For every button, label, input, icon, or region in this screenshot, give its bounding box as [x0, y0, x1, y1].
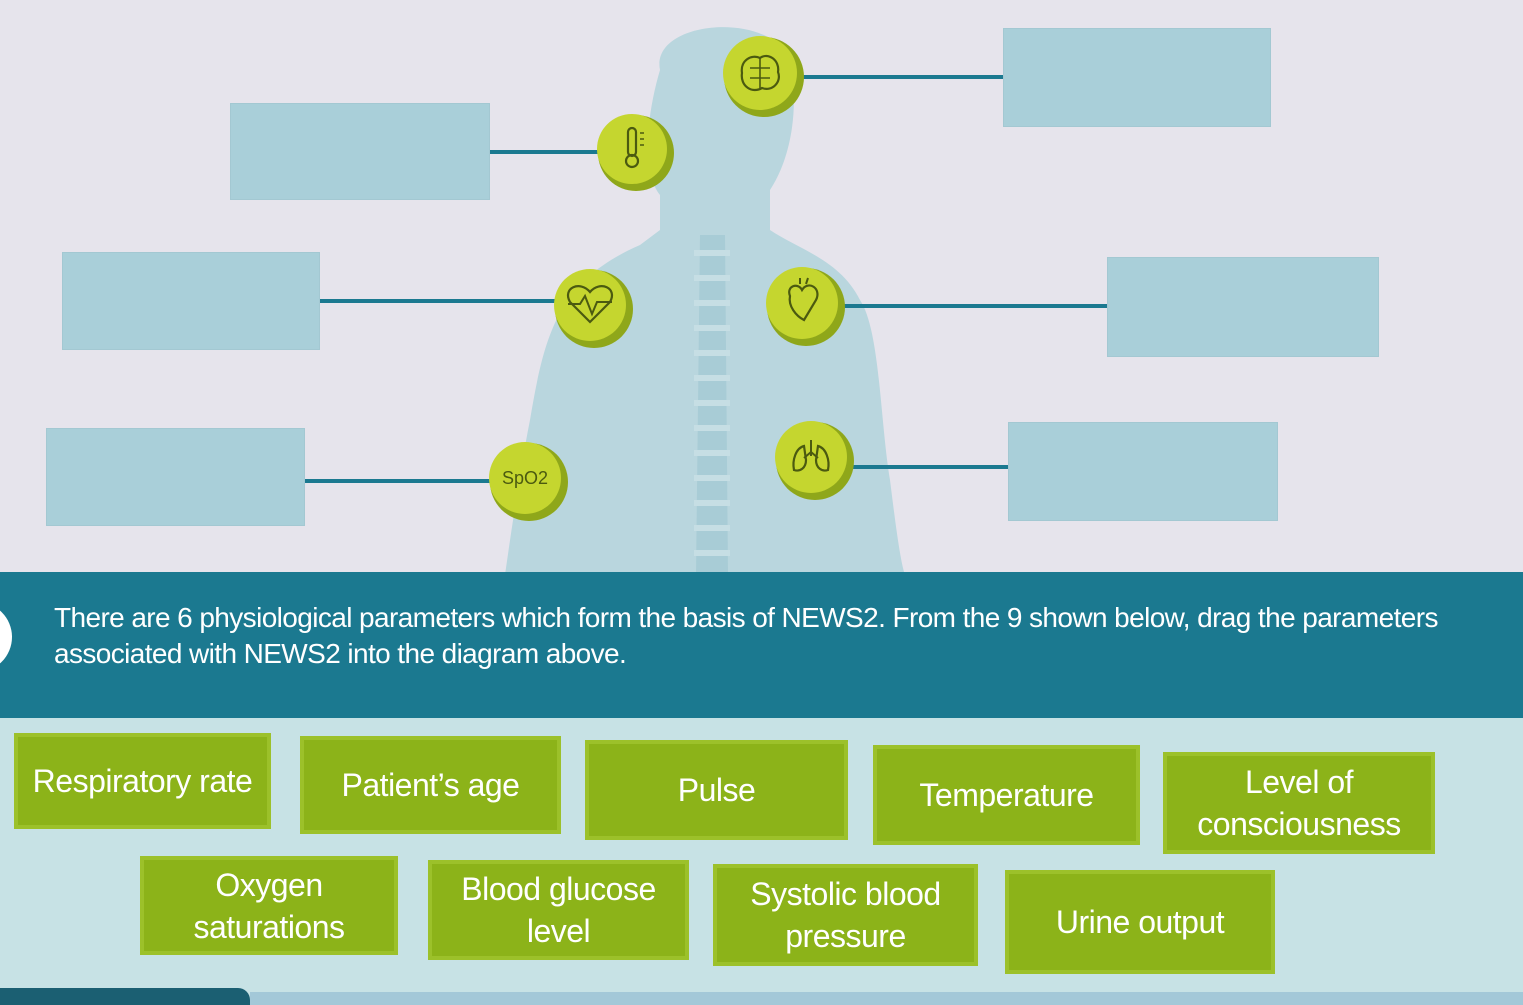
- drop-zone-heart-rate[interactable]: [62, 252, 320, 350]
- option-level-of-consciousness[interactable]: Level of consciousness: [1163, 752, 1435, 854]
- heart-icon: [766, 267, 845, 346]
- connector-lines: [305, 75, 1107, 483]
- drop-zone-brain[interactable]: [1003, 28, 1271, 127]
- drop-zone-lungs[interactable]: [1008, 422, 1278, 521]
- option-patients-age[interactable]: Patient’s age: [300, 736, 561, 834]
- option-systolic-blood-pressure[interactable]: Systolic blood pressure: [713, 864, 978, 966]
- thermometer-icon: [597, 114, 674, 191]
- body-silhouette: SpO2: [305, 27, 1107, 576]
- drop-zone-spo2[interactable]: [46, 428, 305, 526]
- option-respiratory-rate[interactable]: Respiratory rate: [14, 733, 271, 829]
- drop-zone-heart[interactable]: [1107, 257, 1379, 357]
- bottom-nav-strip: [0, 988, 250, 1005]
- spo2-icon: SpO2: [489, 442, 568, 521]
- drop-zone-thermometer[interactable]: [230, 103, 490, 200]
- lungs-icon: [775, 421, 854, 500]
- heart-rate-icon: [554, 269, 633, 348]
- instruction-text: There are 6 physiological parameters whi…: [54, 602, 1438, 669]
- brain-icon: [723, 36, 804, 117]
- spo2-text: SpO2: [502, 468, 548, 488]
- instruction-banner: [0, 572, 1523, 732]
- body-diagram: SpO2: [46, 27, 1379, 576]
- bottom-strip: [250, 992, 1523, 1005]
- option-temperature[interactable]: Temperature: [873, 745, 1140, 845]
- option-pulse[interactable]: Pulse: [585, 740, 848, 840]
- option-blood-glucose-level[interactable]: Blood glucose level: [428, 860, 689, 960]
- option-oxygen-saturations[interactable]: Oxygen saturations: [140, 856, 398, 955]
- option-urine-output[interactable]: Urine output: [1005, 870, 1275, 974]
